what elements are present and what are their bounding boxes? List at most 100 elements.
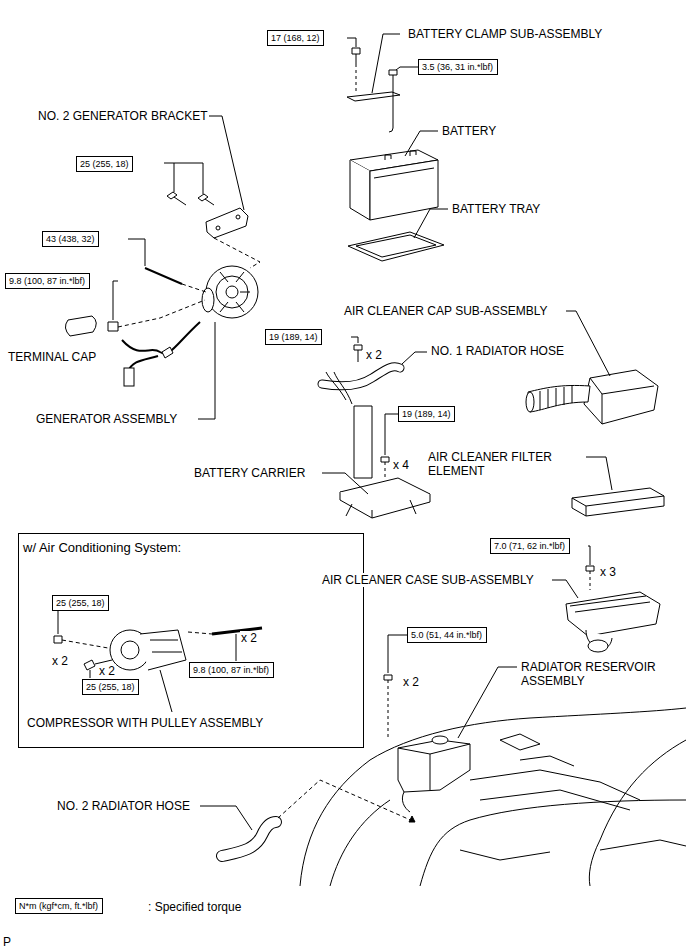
part-label: BATTERY CLAMP SUB-ASSEMBLY: [407, 27, 603, 41]
air-cleaner-case-part: [586, 566, 594, 571]
battery-tray-part: [356, 235, 436, 257]
compressor: [54, 610, 262, 712]
part-label: BATTERY: [441, 124, 497, 138]
radiator-hose-2-part: [222, 822, 276, 856]
battery-clamp-part: [389, 70, 397, 75]
generator-bracket-part: [236, 215, 240, 219]
generator-bracket-part: [214, 238, 260, 268]
torque-value: 17 (168, 12): [268, 31, 323, 44]
torque-box: 25 (255, 18): [76, 156, 133, 172]
radiator-hose-part: [351, 337, 358, 343]
filter-element-part: [572, 488, 664, 516]
battery-tray-part: [348, 232, 444, 261]
radiator-hose-2-part: [200, 806, 252, 830]
compressor-part: [150, 640, 182, 652]
generator-part: [226, 286, 238, 298]
battery-carrier-part: [385, 462, 386, 478]
battery-carrier-part: [385, 414, 398, 455]
battery-part: [370, 160, 438, 220]
radiator-hose-2-part: [409, 816, 415, 822]
torque-box: 43 (438, 32): [42, 231, 99, 247]
battery-part: [350, 160, 370, 220]
engine-bay-part: [420, 800, 686, 886]
torque-value: 19 (189, 14): [399, 407, 454, 420]
air-cleaner-cap-part: [540, 386, 572, 410]
engine-bay-part: [330, 800, 390, 886]
torque-value: 25 (255, 18): [77, 157, 132, 170]
torque-box: N*m (kgf*cm, ft.*lbf): [15, 898, 103, 914]
generator-bracket-part: [206, 208, 248, 238]
generator: [65, 239, 258, 419]
compressor-part: [90, 670, 91, 678]
battery-part: [385, 151, 416, 160]
torque-box: 25 (255, 18): [52, 595, 109, 611]
air-cleaner-cap: [526, 311, 658, 424]
part-label: BATTERY CARRIER: [193, 466, 306, 480]
engine-bay-part: [589, 740, 686, 886]
battery-carrier-part: [322, 473, 368, 494]
quantity-label: x 4: [392, 458, 410, 472]
compressor-part: [58, 610, 59, 634]
generator-bracket-part: [164, 163, 203, 194]
torque-value: N*m (kgf*cm, ft.*lbf): [16, 899, 101, 912]
compressor-part: [160, 670, 172, 712]
torque-box: 19 (189, 14): [265, 329, 322, 345]
torque-value: 7.0 (71, 62 in.*lbf): [491, 539, 568, 552]
air-cleaner-cap-part: [566, 311, 610, 376]
battery-clamp-part: [372, 34, 383, 93]
radiator-hose-2: [200, 780, 415, 856]
air-cleaner-case-part: [566, 592, 660, 636]
radiator-hose: [322, 337, 427, 404]
generator-part: [145, 268, 182, 284]
air-cleaner-case-part: [570, 596, 650, 612]
generator-part: [220, 272, 250, 312]
engine-bay-part: [398, 744, 470, 790]
filter-element: [572, 457, 664, 516]
engine-bay: [300, 635, 686, 886]
part-label: AIR CLEANER FILTER ELEMENT: [427, 450, 579, 478]
torque-value: 43 (438, 32): [43, 232, 98, 245]
engine-bay-part: [600, 840, 686, 850]
compressor-part: [84, 660, 95, 670]
air-cleaner-case-part: [552, 580, 578, 598]
filter-element-part: [586, 457, 612, 490]
radiator-hose-part: [358, 350, 359, 362]
battery-carrier: [322, 406, 430, 518]
generator-part: [65, 316, 96, 336]
air-cleaner-case-part: [588, 640, 608, 652]
part-label: RADIATOR RESERVOIR ASSEMBLY: [520, 660, 664, 688]
generator-part: [182, 284, 206, 292]
battery-tray-part: [414, 209, 448, 238]
air-cleaner-cap-part: [590, 378, 654, 424]
engine-bay-part: [470, 770, 640, 810]
battery: [350, 131, 438, 220]
generator-bracket: [164, 116, 260, 268]
compressor-part: [236, 634, 237, 661]
engine-bay-part: [388, 635, 407, 673]
generator-part: [162, 347, 173, 358]
quantity-label: x 2: [365, 348, 383, 362]
air-cleaner-case-part: [590, 571, 591, 590]
battery-clamp: [347, 34, 418, 132]
generator-bracket-part: [216, 226, 220, 230]
radiator-hose-2-part: [278, 780, 415, 822]
legend-text: : Specified torque: [148, 900, 241, 914]
battery-clamp-part: [356, 54, 357, 64]
compressor-part: [121, 641, 139, 659]
quantity-label: x 2: [240, 631, 258, 645]
torque-box: 9.8 (100, 87 in.*lbf): [189, 662, 274, 678]
compressor-part: [188, 632, 212, 634]
battery-clamp-part: [396, 67, 418, 70]
engine-bay-part: [460, 734, 574, 860]
battery-clamp-part: [347, 92, 400, 101]
compressor-part: [54, 636, 62, 643]
torque-value: 19 (189, 14): [266, 330, 321, 343]
quantity-label: x 2: [51, 654, 69, 668]
generator-part: [128, 239, 145, 266]
air-cleaner-cap-part: [526, 392, 534, 412]
battery-carrier-part: [372, 510, 373, 518]
torque-box: 7.0 (71, 62 in.*lbf): [490, 538, 570, 554]
battery-clamp-part: [347, 38, 356, 47]
torque-box: 3.5 (36, 31 in.*lbf): [418, 59, 498, 75]
part-label: COMPRESSOR WITH PULLEY ASSEMBLY: [26, 716, 264, 730]
